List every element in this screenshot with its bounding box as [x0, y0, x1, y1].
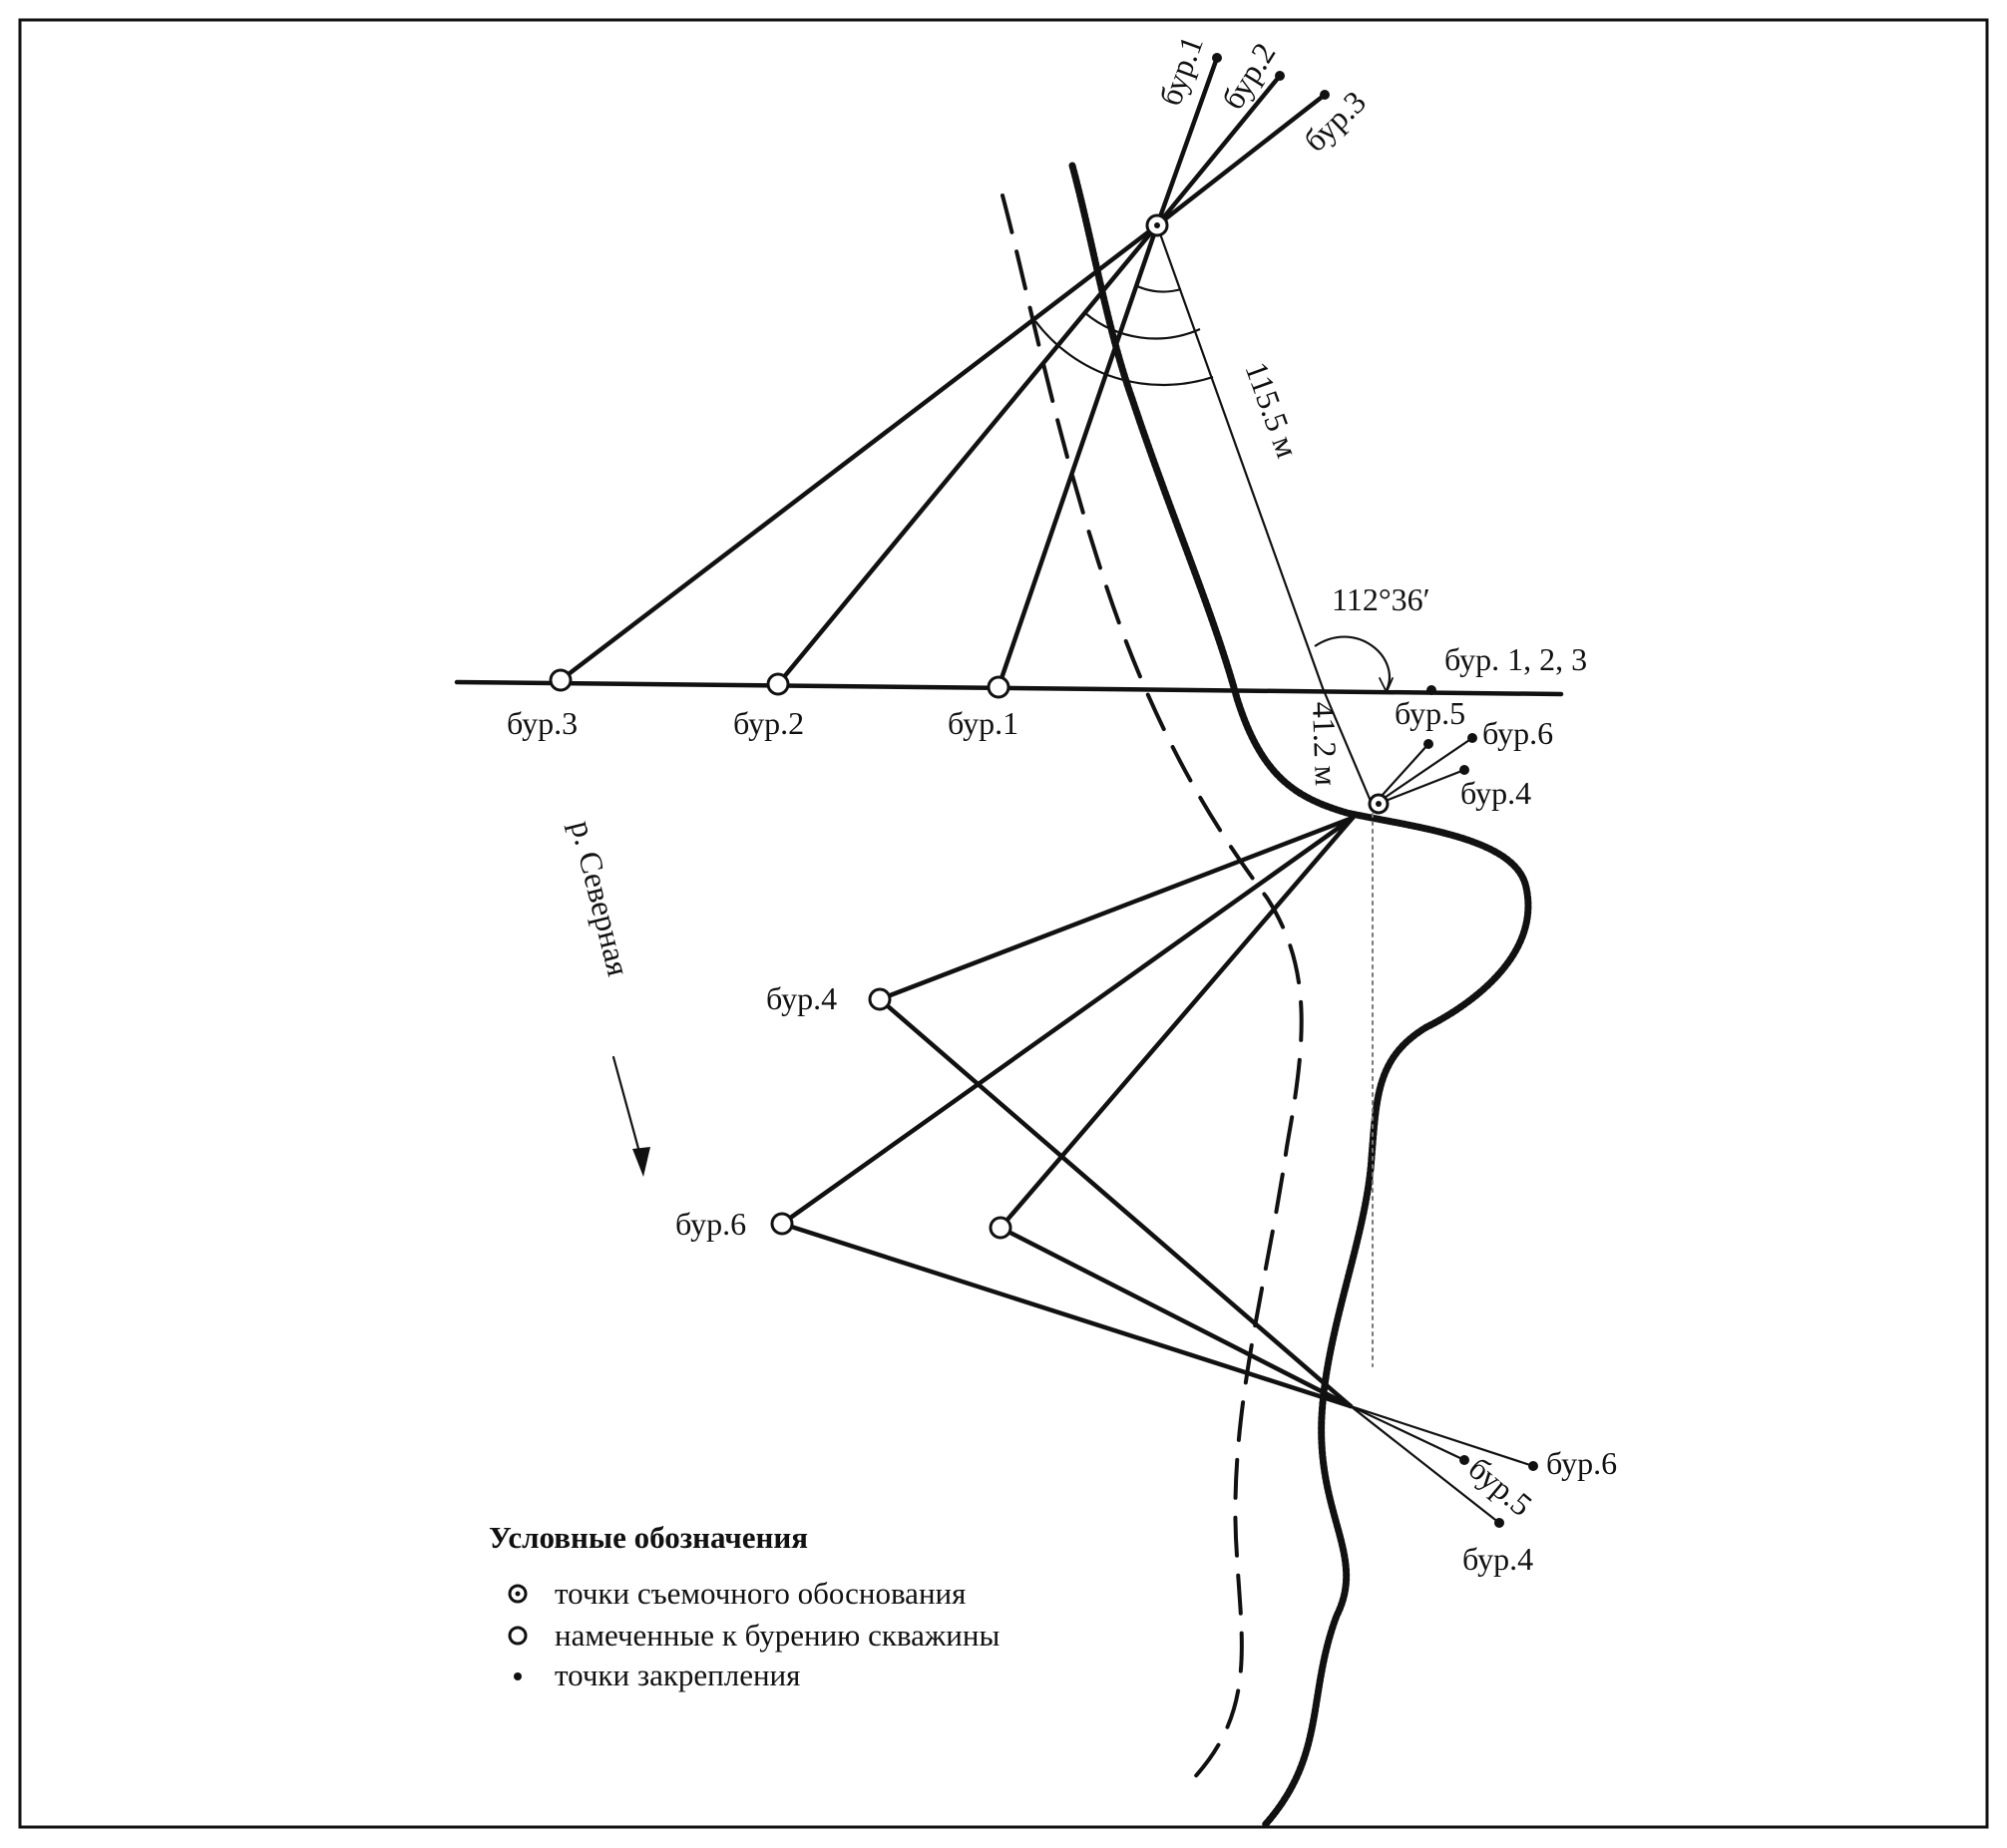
- sight-low-bur5: [1349, 1404, 1466, 1462]
- label-bur1-ground: бур.1: [948, 705, 1018, 741]
- river-flow-arrowhead: [632, 1147, 650, 1177]
- label-bur5-mid: бур.5: [1395, 695, 1465, 731]
- sight-low-bur4: [1349, 1404, 1501, 1525]
- label-bur6-low: бур.6: [1546, 1445, 1617, 1481]
- sight-low-bur6: [1349, 1404, 1535, 1468]
- fix-top-bur2: [1275, 71, 1285, 81]
- ray-mid-bur4: [877, 815, 1356, 1002]
- fix-low-bur6: [1528, 1461, 1538, 1471]
- label-bur3-top: бур.3: [1297, 84, 1373, 159]
- ray-mid-bur5: [998, 815, 1356, 1231]
- legend-item-station: точки съемочного обоснования: [555, 1576, 966, 1611]
- fix-low-bur4: [1494, 1518, 1504, 1528]
- label-bur6-ground: бур.6: [675, 1206, 746, 1242]
- legend-item-fixing: точки закрепления: [555, 1658, 800, 1692]
- fix-low-bur5: [1459, 1455, 1469, 1465]
- label-bur2-top: бур.2: [1214, 36, 1282, 115]
- hole-bur5: [989, 1216, 1012, 1240]
- hole-bur2: [766, 672, 790, 696]
- angle-arrow: [1379, 677, 1394, 695]
- ray-low-bur6: [779, 1221, 1354, 1409]
- hole-bur3: [549, 668, 573, 692]
- hole-bur4: [868, 987, 892, 1011]
- legend-item-planned: намеченные к бурению скважины: [555, 1618, 1000, 1653]
- ray-top-bur2: [775, 222, 1160, 687]
- diagram-frame: [18, 18, 1989, 1829]
- sight-top-bur3: [1154, 92, 1328, 228]
- label-bur4-low: бур.4: [1462, 1541, 1533, 1577]
- fix-top-bur1: [1212, 53, 1222, 63]
- ray-mid-bur6: [779, 815, 1356, 1227]
- distance-line-short: [1321, 686, 1375, 808]
- distance-line-long: [1155, 223, 1325, 690]
- label-river: р. Северная: [564, 817, 636, 979]
- label-bur5-low: бур.5: [1462, 1450, 1540, 1523]
- fix-mid-bur4: [1459, 765, 1469, 775]
- river-bank-shoreline: [1068, 162, 1532, 1829]
- fix-top-bur3: [1320, 90, 1330, 100]
- legend-planned-symbol: [508, 1626, 528, 1646]
- sight-top-bur2: [1154, 73, 1283, 228]
- fix-mid-bur5: [1423, 739, 1433, 749]
- sight-top-bur1: [1154, 55, 1220, 228]
- angle-arc-3: [1034, 320, 1214, 387]
- label-bur4-ground: бур.4: [766, 980, 837, 1016]
- station-top-dot: [1154, 222, 1160, 228]
- label-angle: 112°36′: [1332, 581, 1430, 617]
- fix-baseline-bur123: [1426, 685, 1436, 695]
- river-bank-dashed: [1001, 193, 1304, 1787]
- ray-top-bur3: [558, 222, 1160, 683]
- ray-low-bur5: [998, 1225, 1354, 1409]
- label-bur6-mid: бур.6: [1482, 715, 1553, 751]
- sight-mid-bur6: [1371, 736, 1474, 808]
- legend-station-symbol-dot: [515, 1591, 521, 1597]
- angle-arc-1: [1134, 284, 1182, 293]
- ray-top-bur1: [996, 222, 1160, 690]
- hole-bur1: [987, 675, 1010, 699]
- label-distance-long: 115.5 м: [1238, 357, 1306, 462]
- angle-arc-112: [1314, 635, 1391, 691]
- fix-mid-bur6: [1467, 733, 1477, 743]
- label-bur2-ground: бур.2: [733, 705, 804, 741]
- legend: Условные обозначения точки съемочного об…: [489, 1520, 1000, 1692]
- label-bur123: бур. 1, 2, 3: [1444, 641, 1587, 677]
- label-bur4-mid: бур.4: [1460, 775, 1531, 811]
- legend-title: Условные обозначения: [489, 1520, 808, 1555]
- label-bur3-ground: бур.3: [507, 705, 578, 741]
- station-mid-dot: [1376, 801, 1382, 807]
- legend-fixing-symbol: [514, 1672, 522, 1680]
- hole-bur6: [770, 1212, 794, 1236]
- label-distance-short: 41.2 м: [1306, 701, 1345, 786]
- angle-arc-2: [1084, 312, 1201, 340]
- ray-low-bur4: [877, 996, 1354, 1409]
